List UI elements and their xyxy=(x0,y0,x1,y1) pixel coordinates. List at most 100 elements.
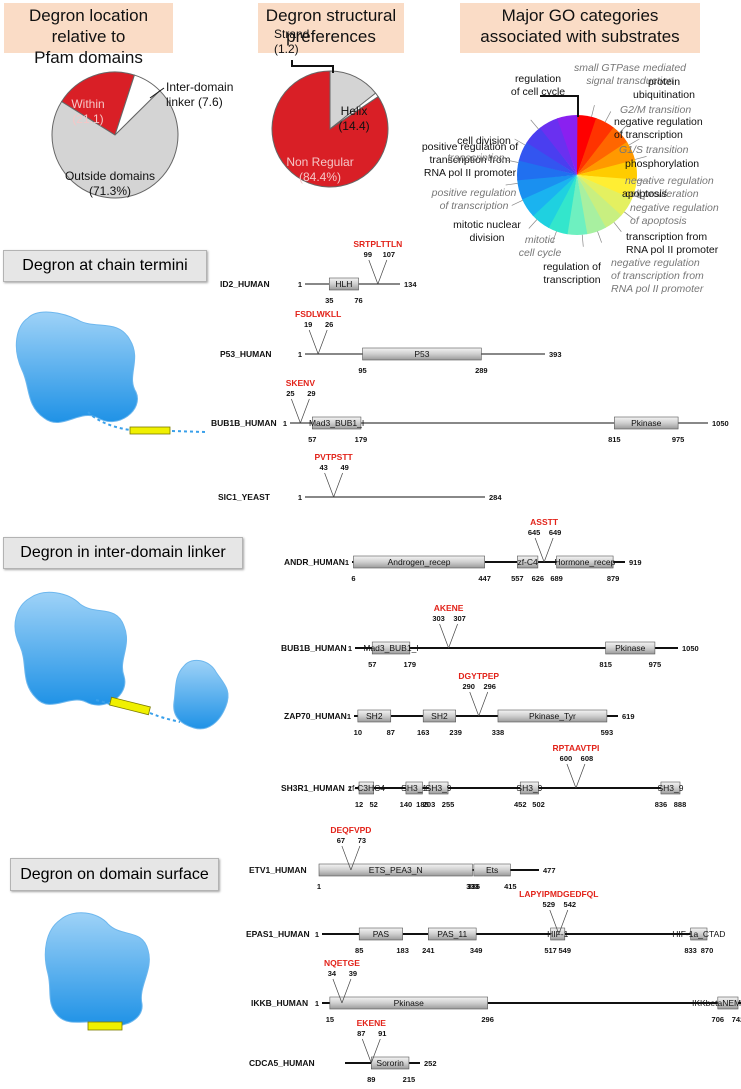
degron-start: 290 xyxy=(462,682,475,691)
go-wheel-segment-1 xyxy=(577,118,615,175)
domain-box xyxy=(318,863,473,877)
go-wheel-segment-17 xyxy=(539,118,577,175)
degron-start: 99 xyxy=(364,250,372,259)
go-label-6-0: phosphorylation xyxy=(625,158,699,170)
go-label-5-0: G1/S transition xyxy=(619,144,689,156)
go-wheel-segment-0 xyxy=(576,115,597,175)
domain-box xyxy=(358,927,403,941)
protein-start-label: 1 xyxy=(283,419,287,428)
domain-start: 85 xyxy=(355,946,363,955)
domain-end: 870 xyxy=(701,946,714,955)
degron-line-right xyxy=(350,845,361,871)
go-label-14-1: division xyxy=(469,232,504,244)
degron-line-right xyxy=(448,623,458,649)
go-tick-16 xyxy=(514,138,526,146)
protein-name: IKKB_HUMAN xyxy=(251,998,308,1008)
pie_structure-label-2-1: (84.4%) xyxy=(299,170,341,184)
go-tick-0 xyxy=(591,105,595,117)
go-wheel-segment-18 xyxy=(557,115,578,175)
degron-line-left xyxy=(324,472,334,498)
go-label-15-0: positive regulation xyxy=(431,187,517,199)
degron-start: 34 xyxy=(328,969,337,978)
protein-name: ETV1_HUMAN xyxy=(249,865,307,875)
protein-start-label: 1 xyxy=(347,712,351,721)
domain-start: 338 xyxy=(492,728,505,737)
domain-end: 183 xyxy=(396,946,409,955)
go-label-16-2: RNA pol II promoter xyxy=(424,167,517,179)
pie_structure-label-2-0: Non Regular xyxy=(286,155,353,169)
header-pfam-line1: Degron location relative to xyxy=(28,6,149,46)
go-tick-11 xyxy=(552,231,557,243)
domain-start: 12 xyxy=(355,800,363,809)
go-tick-8 xyxy=(613,222,622,232)
domain-box xyxy=(473,863,511,877)
go-wheel-segment-10 xyxy=(548,175,577,235)
go-label-2-0: protein xyxy=(648,76,680,88)
domain-box xyxy=(605,641,656,655)
domain-box xyxy=(357,709,392,723)
domain-box xyxy=(519,781,539,795)
go-label-7-0: negative regulation xyxy=(625,175,714,187)
domain-name: Sororin xyxy=(376,1058,404,1068)
go-label-13-1: cell cycle xyxy=(519,247,562,259)
go-wheel-segment-12 xyxy=(521,175,577,216)
pie-location-leader-line xyxy=(149,87,165,99)
go-wheel-segment-9 xyxy=(566,175,588,236)
domain-end: 447 xyxy=(478,574,491,583)
degron-start: 67 xyxy=(337,836,345,845)
go-label-4-0: negative regulation xyxy=(614,116,703,128)
protein-cartoons xyxy=(14,311,229,1031)
domain-end: 87 xyxy=(387,728,395,737)
go-label-2-1: ubiquitination xyxy=(633,89,695,101)
go-wheel-segment-2 xyxy=(577,127,628,175)
pie-structure-leader-line xyxy=(291,60,334,73)
domain-end: 215 xyxy=(403,1075,416,1084)
domain-name: Androgen_recep xyxy=(388,557,451,567)
pie_structure-slice-0 xyxy=(329,70,377,131)
pie_structure-slice-2 xyxy=(271,70,389,188)
degron-end: 296 xyxy=(483,682,496,691)
go-tick-14 xyxy=(505,183,518,186)
domain-name: Mad3_BUB1_I xyxy=(363,643,418,653)
domain-start: 35 xyxy=(325,296,333,305)
header-structure-line2: preferences xyxy=(286,27,376,46)
degron-line-left xyxy=(368,259,379,285)
domain-box xyxy=(428,781,449,795)
protein-start-label: 1 xyxy=(298,280,302,289)
domain-name: Pkinase xyxy=(394,998,425,1008)
go-leader-cell-cycle xyxy=(540,95,579,117)
degron-line-left xyxy=(534,537,545,563)
domain-box xyxy=(353,555,485,569)
degron-start: 25 xyxy=(286,389,294,398)
degron-bar-linker xyxy=(109,696,151,716)
domain-start: 241 xyxy=(422,946,435,955)
go-label-7-1: cell proliferation xyxy=(625,188,699,200)
degron-line-right xyxy=(377,259,388,285)
degron-sequence: PVTPSTT xyxy=(314,452,353,462)
degron-sequence: FSDLWKLL xyxy=(295,309,341,319)
go-label-10-1: RNA pol II promoter xyxy=(626,244,719,256)
go-wheel-segment-3 xyxy=(577,141,636,175)
domain-start: 140 xyxy=(400,800,413,809)
pie_structure-label-1-0: Strand xyxy=(274,27,309,41)
degron-line-left xyxy=(308,329,319,355)
degron-line-right xyxy=(333,472,343,498)
go-label-10-0: transcription from xyxy=(626,231,707,243)
domain-name: SH3_9 xyxy=(516,783,542,793)
degron-line-right xyxy=(558,909,569,935)
domain-box xyxy=(329,996,488,1010)
domain-start: 833 xyxy=(684,946,697,955)
domain-start: 57 xyxy=(308,435,316,444)
protein-start-label: 1 xyxy=(348,644,352,653)
degron-line-right xyxy=(317,329,328,355)
protein-name: CDCA5_HUMAN xyxy=(249,1058,315,1068)
domain-box xyxy=(405,781,423,795)
domain-name: SH2 xyxy=(431,711,448,721)
